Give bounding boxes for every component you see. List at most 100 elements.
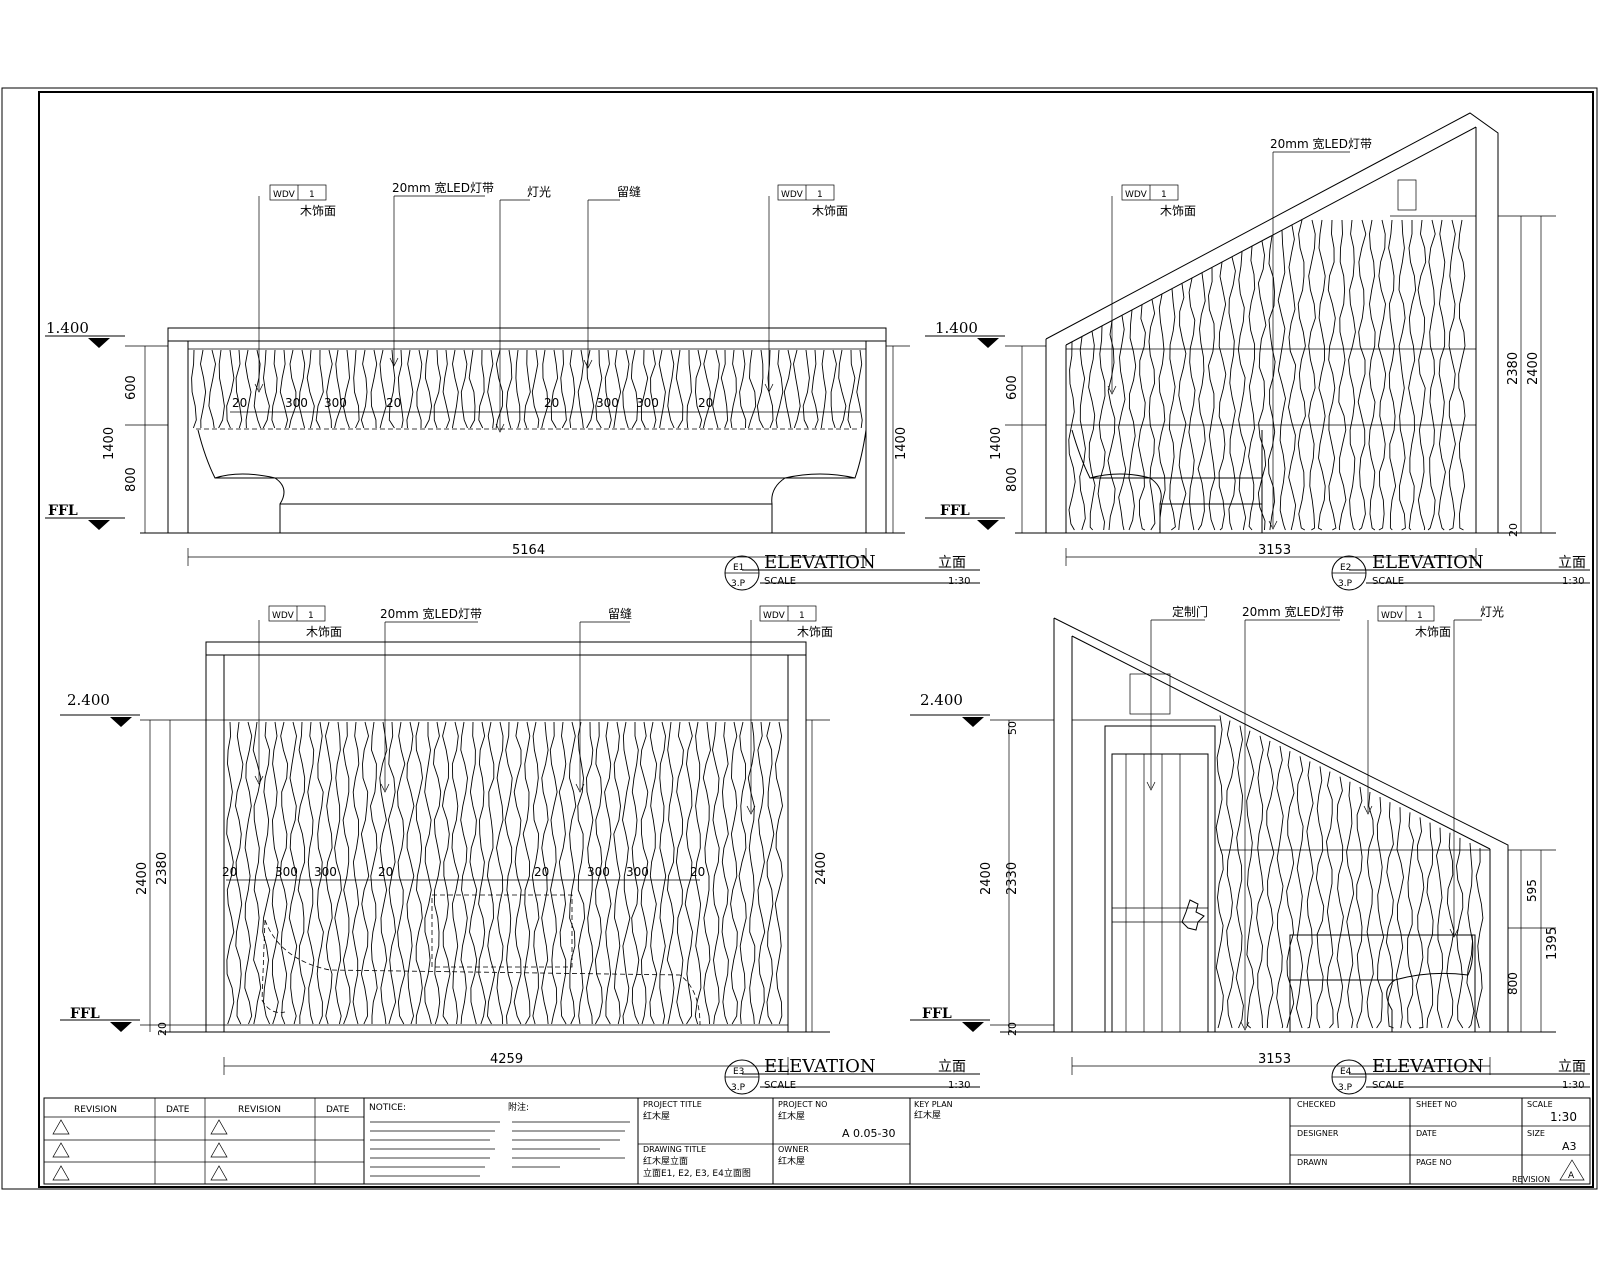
e2-width: 3153	[1258, 543, 1291, 558]
e1-dim-1400-right: 1400	[894, 427, 909, 460]
e1-spacing-4: 20	[386, 396, 401, 410]
sheet-no-label: SHEET NO	[1416, 1100, 1457, 1109]
e3-tag-2-code: WDV	[763, 611, 786, 621]
project-no-label: PROJECT NO	[778, 1100, 827, 1109]
rev-header-3: REVISION	[238, 1105, 281, 1115]
e4-callout-light: 灯光	[1480, 605, 1504, 619]
e4-door-frame	[1104, 725, 1216, 1033]
e1-sofa-arm-left	[214, 473, 285, 533]
notice-label: NOTICE:	[369, 1103, 406, 1113]
e3-scale: 1:30	[948, 1080, 970, 1091]
e3-spacing-3: 300	[314, 865, 337, 879]
e4-door-leaf	[1111, 753, 1209, 1033]
e2-tag-label: 木饰面	[1160, 204, 1196, 218]
e3-spacing-8: 20	[690, 865, 705, 879]
e2-level-top: 1.400	[935, 319, 978, 337]
e1-tag-1-code: WDV	[273, 190, 296, 200]
scale-label: SCALE	[1527, 1100, 1553, 1109]
e3-dim-2400-right: 2400	[814, 852, 829, 885]
e2-scale-label: SCALE	[1372, 576, 1404, 587]
e4-title-cn: 立面	[1558, 1059, 1586, 1075]
e3-width: 4259	[490, 1052, 523, 1067]
key-plan-label: KEY PLAN	[914, 1100, 953, 1109]
e4-dim-1395: 1395	[1545, 927, 1560, 960]
drawing-title-label: DRAWING TITLE	[643, 1145, 706, 1154]
e4-roof	[1053, 617, 1509, 1032]
e4-dim-50: 50	[1006, 721, 1019, 735]
project-title: 红木屋	[643, 1110, 670, 1122]
e1-dim-800: 800	[124, 467, 139, 492]
e3-level-ffl: FFL	[70, 1006, 100, 1022]
e1-tag-1-label: 木饰面	[300, 204, 336, 218]
owner-label: OWNER	[778, 1145, 809, 1154]
project-title-label: PROJECT TITLE	[643, 1100, 702, 1109]
e1-spacing-2: 300	[285, 396, 308, 410]
e2-dim-1400: 1400	[989, 427, 1004, 460]
elevation-e3	[60, 605, 980, 1095]
e2-dim-600: 600	[1005, 375, 1020, 400]
e1-callout-led: 20mm 宽LED灯带	[392, 180, 494, 195]
size-value: A3	[1562, 1140, 1577, 1153]
e2-tag-code: WDV	[1125, 190, 1148, 200]
e2-tag-num: 1	[1161, 190, 1167, 200]
e4-dim-800: 800	[1506, 972, 1520, 995]
scale-value: 1:30	[1550, 1110, 1577, 1124]
e1-badge-bottom: 3.P	[731, 579, 746, 589]
e3-spacing-2: 300	[275, 865, 298, 879]
e1-tag-2-label: 木饰面	[812, 204, 848, 218]
e4-level-top: 2.400	[920, 691, 963, 709]
e2-dim-2380: 2380	[1506, 352, 1521, 385]
e2-badge-top: E2	[1340, 563, 1351, 573]
e2-dim-800: 800	[1005, 467, 1020, 492]
e1-title-cn: 立面	[938, 555, 966, 571]
e1-spacing-8: 20	[698, 396, 713, 410]
e4-callout-led: 20mm 宽LED灯带	[1242, 604, 1344, 619]
key-plan: 红木屋	[914, 1109, 941, 1121]
e1-spacing-5: 20	[544, 396, 559, 410]
e1-sofa-arm-right	[771, 473, 856, 533]
e2-level-ffl: FFL	[940, 503, 970, 519]
date-label: DATE	[1416, 1129, 1437, 1138]
e3-callout-led: 20mm 宽LED灯带	[380, 606, 482, 621]
e3-tag-1-code: WDV	[272, 611, 295, 621]
e2-title: ELEVATION	[1372, 552, 1484, 573]
e1-spacing-7: 300	[636, 396, 659, 410]
revision-label: REVISION	[1512, 1175, 1550, 1184]
project-no: 红木屋	[778, 1110, 805, 1122]
elevation-e2	[925, 112, 1590, 591]
e4-dim-2400: 2400	[979, 862, 994, 895]
title-block	[43, 1097, 1591, 1185]
e3-spacing-5: 20	[534, 865, 549, 879]
e1-tag-1-num: 1	[309, 190, 315, 200]
e2-callout-led: 20mm 宽LED灯带	[1270, 136, 1372, 151]
e3-callout-gap: 留缝	[608, 606, 632, 621]
outer-frame	[1, 87, 1598, 1190]
e3-dim-20: 20	[156, 1022, 169, 1036]
e3-tag-2-label: 木饰面	[797, 625, 833, 639]
e1-level-top-marker	[88, 338, 110, 348]
e1-sofa-seat	[279, 503, 773, 534]
e4-wood-panel	[1215, 715, 1484, 1029]
project-code: A 0.05-30	[842, 1127, 895, 1140]
e2-roof	[1045, 112, 1499, 533]
e4-scale: 1:30	[1562, 1080, 1584, 1091]
e2-badge-bottom: 3.P	[1338, 579, 1353, 589]
e4-dim-595: 595	[1525, 879, 1539, 902]
e3-wood-panel	[226, 721, 783, 1025]
e4-tag-label: 木饰面	[1415, 625, 1451, 639]
e3-spacing-6: 300	[587, 865, 610, 879]
e4-tag-code: WDV	[1381, 611, 1404, 621]
rev-header-2: DATE	[166, 1105, 190, 1115]
e1-width: 5164	[512, 543, 545, 558]
e3-title-cn: 立面	[938, 1059, 966, 1075]
e1-spacing-3: 300	[324, 396, 347, 410]
e2-dim-20: 20	[1507, 523, 1520, 537]
e4-dim-2330: 2330	[1005, 862, 1020, 895]
e2-wood-panel	[1068, 219, 1466, 531]
size-label: SIZE	[1527, 1129, 1545, 1138]
e1-scale-label: SCALE	[764, 576, 796, 587]
rev-header-1: REVISION	[74, 1105, 117, 1115]
e3-title: ELEVATION	[764, 1056, 876, 1077]
e4-tag-num: 1	[1417, 611, 1423, 621]
